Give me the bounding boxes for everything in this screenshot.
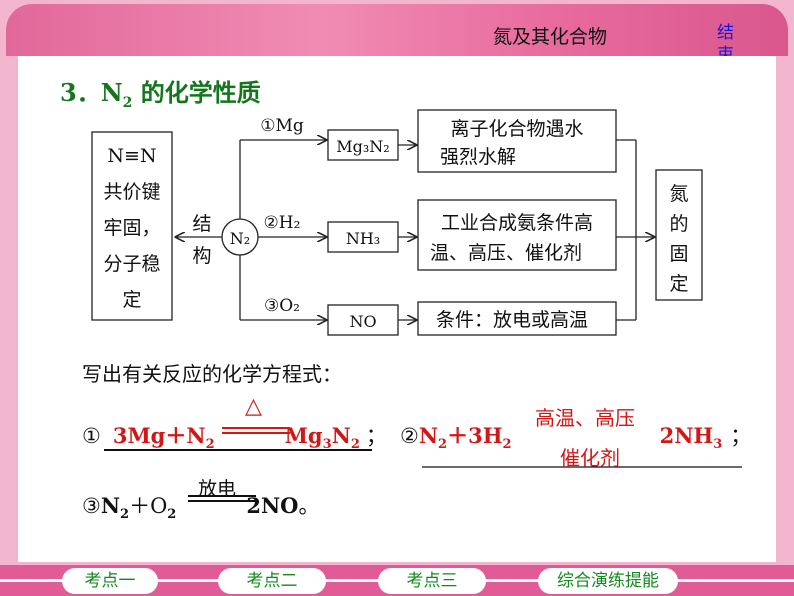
nav-topic-2[interactable]: 考点二 bbox=[218, 568, 326, 594]
n2-label: N₂ bbox=[230, 229, 250, 248]
header-band bbox=[6, 4, 788, 56]
svg-text:温、高压、催化剂: 温、高压、催化剂 bbox=[430, 242, 582, 264]
note-h2: 工业合成氨条件高 bbox=[441, 212, 593, 234]
svg-text:构: 构 bbox=[192, 245, 211, 267]
eq2-condition-bottom: 催化剂 bbox=[560, 446, 620, 470]
svg-text:分子稳: 分子稳 bbox=[103, 253, 160, 275]
eq3-condition: 放电 bbox=[198, 478, 237, 500]
nav-topic-3[interactable]: 考点三 bbox=[378, 568, 486, 594]
bottom-nav: 考点一 考点二 考点三 综合演练提能 bbox=[0, 565, 794, 596]
right-box bbox=[655, 169, 703, 301]
svg-text:固: 固 bbox=[669, 243, 688, 265]
branch-label-o2: ③O₂ bbox=[264, 296, 300, 316]
left-box bbox=[91, 131, 173, 321]
svg-text:定: 定 bbox=[122, 289, 141, 311]
instruction-text: 写出有关反应的化学方程式： bbox=[82, 362, 342, 386]
left-box-line: N≡N bbox=[107, 145, 156, 167]
note-mg: 离子化合物遇水 bbox=[450, 118, 583, 140]
nav-practice[interactable]: 综合演练提能 bbox=[538, 568, 678, 594]
svg-text:的: 的 bbox=[669, 213, 688, 235]
svg-text:定: 定 bbox=[669, 273, 688, 295]
eq2-condition-top: 高温、高压 bbox=[535, 406, 635, 430]
section-title: 3．N2 的化学性质 bbox=[60, 78, 261, 111]
product-mg3n2: Mg₃N₂ bbox=[336, 137, 389, 156]
eq1-condition: △ bbox=[245, 394, 262, 419]
svg-text:强烈水解: 强烈水解 bbox=[440, 146, 516, 168]
note-o2: 条件：放电或高温 bbox=[436, 309, 588, 331]
svg-text:共价键: 共价键 bbox=[103, 181, 160, 203]
content-area bbox=[18, 56, 776, 562]
svg-text:牢固，: 牢固， bbox=[103, 217, 160, 239]
product-no: NO bbox=[349, 312, 376, 331]
chapter-title: 氮及其化合物 bbox=[493, 26, 608, 48]
product-nh3: NH₃ bbox=[346, 229, 380, 248]
nav-topic-1[interactable]: 考点一 bbox=[62, 568, 158, 594]
right-box-text: 氮 bbox=[669, 183, 688, 205]
branch-label-mg: ①Mg bbox=[260, 116, 304, 136]
structure-label: 结 bbox=[192, 213, 211, 235]
branch-label-h2: ②H₂ bbox=[264, 213, 301, 233]
